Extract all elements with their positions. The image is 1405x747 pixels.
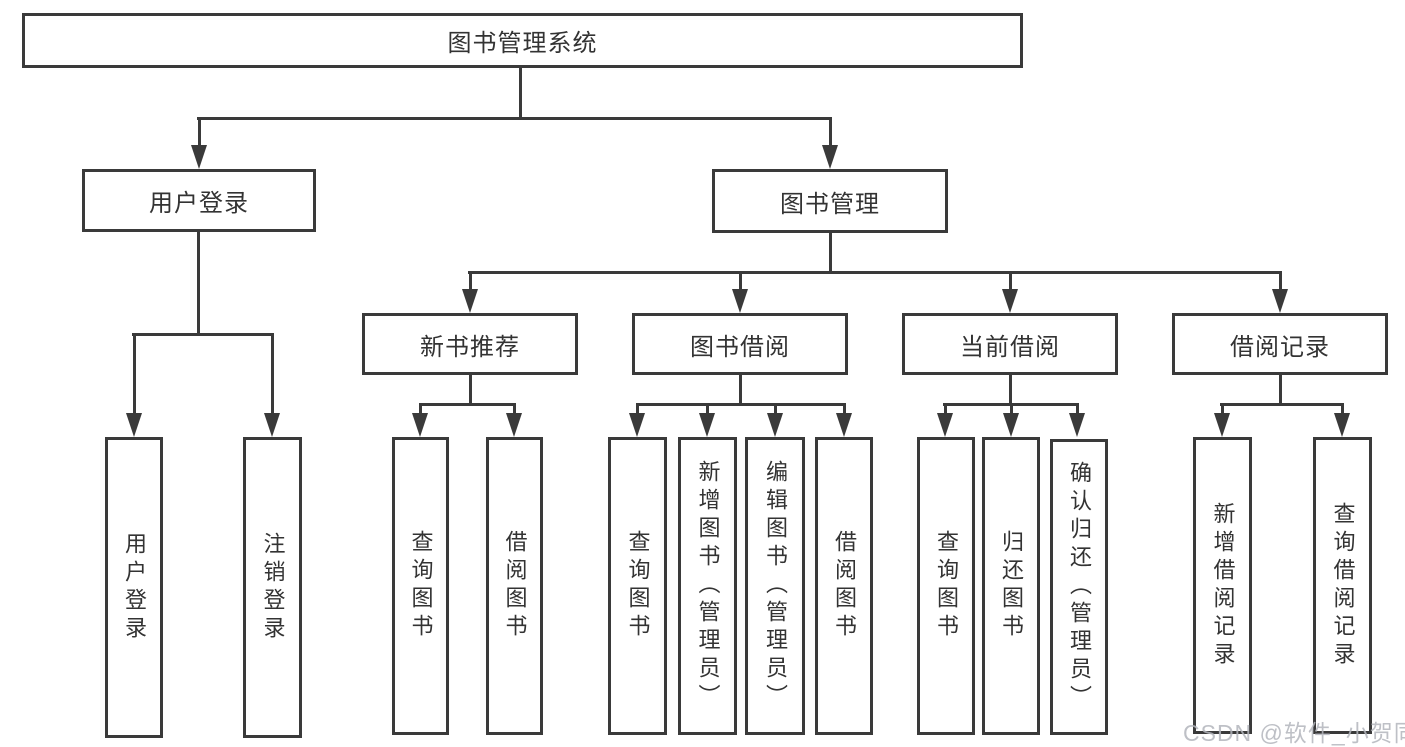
node-bb-add-books-label: 新增图书（管理员） <box>695 460 721 712</box>
node-cb-query-books: 查询图书 <box>917 437 975 735</box>
connector <box>706 403 709 417</box>
node-leaf-logout: 注销登录 <box>243 437 302 738</box>
node-bb-edit-books: 编辑图书（管理员） <box>745 437 805 735</box>
arrow-down-icon <box>732 289 748 313</box>
connector <box>469 375 472 405</box>
node-br-add-record: 新增借阅记录 <box>1193 437 1252 734</box>
connector <box>739 375 742 405</box>
connector <box>1279 375 1282 405</box>
arrow-down-icon <box>412 413 428 437</box>
node-br-add-record-label: 新增借阅记录 <box>1210 501 1236 670</box>
connector <box>829 233 832 273</box>
connector <box>132 333 273 336</box>
connector <box>1009 375 1012 405</box>
connector <box>513 403 516 417</box>
arrow-down-icon <box>1272 289 1288 313</box>
arrow-down-icon <box>836 413 852 437</box>
connector <box>519 68 522 118</box>
node-bb-query-books: 查询图书 <box>608 437 667 735</box>
arrow-down-icon <box>1214 413 1230 437</box>
connector <box>1221 403 1224 417</box>
node-cb-confirm-return: 确认归还（管理员） <box>1050 439 1108 735</box>
connector <box>1076 403 1079 417</box>
node-cb-return-books: 归还图书 <box>982 437 1040 735</box>
arrow-down-icon <box>264 413 280 437</box>
connector <box>197 231 200 335</box>
connector <box>774 403 777 417</box>
node-borrow-records: 借阅记录 <box>1172 313 1388 375</box>
node-leaf-user-login: 用户登录 <box>105 437 163 738</box>
node-book-borrow: 图书借阅 <box>632 313 848 375</box>
node-br-query-record-label: 查询借阅记录 <box>1330 501 1356 670</box>
node-bb-edit-books-label: 编辑图书（管理员） <box>763 460 788 712</box>
arrow-down-icon <box>1334 413 1350 437</box>
node-bb-query-books-label: 查询图书 <box>625 530 651 642</box>
connector <box>419 403 422 417</box>
node-cb-query-books-label: 查询图书 <box>934 530 959 642</box>
connector <box>636 403 846 406</box>
node-bb-borrow-books: 借阅图书 <box>815 437 873 735</box>
node-nb-borrow-books: 借阅图书 <box>486 437 543 735</box>
arrow-down-icon <box>699 413 715 437</box>
connector <box>419 403 516 406</box>
connector <box>1220 403 1344 406</box>
node-book-mgmt-label: 图书管理 <box>780 190 880 218</box>
node-new-books-label: 新书推荐 <box>420 333 520 361</box>
arrow-down-icon <box>1002 289 1018 313</box>
arrow-down-icon <box>822 145 838 169</box>
connector <box>1341 403 1344 417</box>
connector <box>197 117 832 120</box>
node-cb-confirm-return-label: 确认归还（管理员） <box>1067 461 1092 713</box>
arrow-down-icon <box>506 413 522 437</box>
node-nb-query-books-label: 查询图书 <box>408 530 434 642</box>
csdn-watermark: CSDN @软件_小贺同学 <box>1183 720 1405 746</box>
connector <box>1010 403 1013 417</box>
node-book-borrow-label: 图书借阅 <box>690 333 790 361</box>
connector <box>636 403 639 417</box>
node-current-borrow: 当前借阅 <box>902 313 1118 375</box>
node-br-query-record: 查询借阅记录 <box>1313 437 1372 734</box>
connector <box>829 117 832 147</box>
connector <box>133 333 136 415</box>
arrow-down-icon <box>191 145 207 169</box>
node-nb-query-books: 查询图书 <box>392 437 449 735</box>
connector <box>944 403 947 417</box>
arrow-down-icon <box>1069 413 1085 437</box>
node-user-login: 用户登录 <box>82 169 316 232</box>
connector <box>739 271 742 293</box>
node-borrow-records-label: 借阅记录 <box>1230 333 1330 361</box>
connector <box>198 117 201 147</box>
arrow-down-icon <box>1003 413 1019 437</box>
connector <box>1279 271 1282 293</box>
arrow-down-icon <box>462 289 478 313</box>
arrow-down-icon <box>629 413 645 437</box>
node-leaf-logout-label: 注销登录 <box>260 531 286 644</box>
node-new-books: 新书推荐 <box>362 313 578 375</box>
connector <box>468 271 1282 274</box>
arrow-down-icon <box>767 413 783 437</box>
connector <box>843 403 846 417</box>
node-cb-return-books-label: 归还图书 <box>999 530 1024 642</box>
node-root: 图书管理系统 <box>22 13 1023 68</box>
arrow-down-icon <box>126 413 142 437</box>
arrow-down-icon <box>937 413 953 437</box>
node-book-mgmt: 图书管理 <box>712 169 948 233</box>
node-user-login-label: 用户登录 <box>149 190 249 217</box>
node-root-label: 图书管理系统 <box>447 30 598 57</box>
node-bb-borrow-books-label: 借阅图书 <box>832 530 857 642</box>
node-nb-borrow-books-label: 借阅图书 <box>502 530 528 642</box>
connector <box>469 271 472 293</box>
connector <box>1009 271 1012 293</box>
node-current-borrow-label: 当前借阅 <box>960 333 1060 361</box>
node-bb-add-books: 新增图书（管理员） <box>678 437 737 735</box>
node-leaf-user-login-label: 用户登录 <box>122 531 147 644</box>
connector <box>271 333 274 415</box>
